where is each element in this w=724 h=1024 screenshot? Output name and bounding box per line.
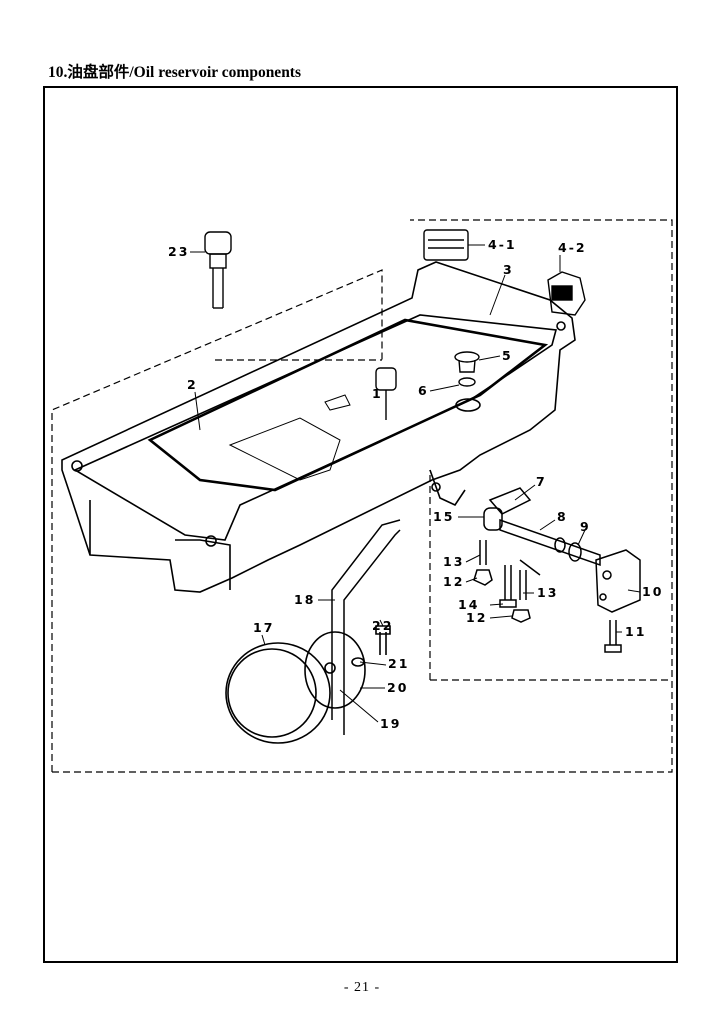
callout-1: 1 <box>372 386 383 401</box>
callout-14: 14 <box>458 597 479 612</box>
callout-22: 22 <box>372 618 393 633</box>
part-4-2-cap <box>547 271 586 316</box>
part-18-tube <box>331 519 401 735</box>
callout-10: 10 <box>642 584 663 599</box>
part-4-1-filter <box>423 229 469 261</box>
callout-4-1: 4-1 <box>488 237 517 252</box>
leader-lines <box>190 244 641 723</box>
part-5-plug <box>454 351 480 373</box>
callout-15: 15 <box>433 509 454 524</box>
part-23-pin <box>204 231 232 309</box>
callout-13-b: 13 <box>537 585 558 600</box>
dashed-boundary <box>51 219 673 773</box>
callout-9: 9 <box>580 519 591 534</box>
page-title: 10.油盘部件/Oil reservoir components <box>48 64 302 81</box>
callout-7: 7 <box>536 474 547 489</box>
oil-bowl-assembly <box>225 625 391 744</box>
callout-labels: 23 4-1 4-2 3 2 5 6 1 7 15 8 9 13 12 14 1… <box>168 237 663 731</box>
page-number: - 21 - <box>343 980 381 995</box>
callout-20: 20 <box>387 680 408 695</box>
oil-pan <box>61 261 576 593</box>
part-6-washer <box>458 377 476 387</box>
callout-13-a: 13 <box>443 554 464 569</box>
callout-18: 18 <box>294 592 315 607</box>
callout-6: 6 <box>418 383 429 398</box>
callout-21: 21 <box>388 656 409 671</box>
lever-assembly <box>473 487 641 653</box>
callout-12-a: 12 <box>443 574 464 589</box>
callout-3: 3 <box>503 262 514 277</box>
callout-23: 23 <box>168 244 189 259</box>
callout-8: 8 <box>557 509 568 524</box>
callout-2: 2 <box>187 377 198 392</box>
callout-19: 19 <box>380 716 401 731</box>
callout-4-2: 4-2 <box>558 240 587 255</box>
callout-5: 5 <box>502 348 513 363</box>
figure-frame <box>43 86 678 963</box>
callout-11: 11 <box>625 624 646 639</box>
part-1-fitting <box>375 367 397 420</box>
callout-12-b: 12 <box>466 610 487 625</box>
callout-17: 17 <box>253 620 274 635</box>
